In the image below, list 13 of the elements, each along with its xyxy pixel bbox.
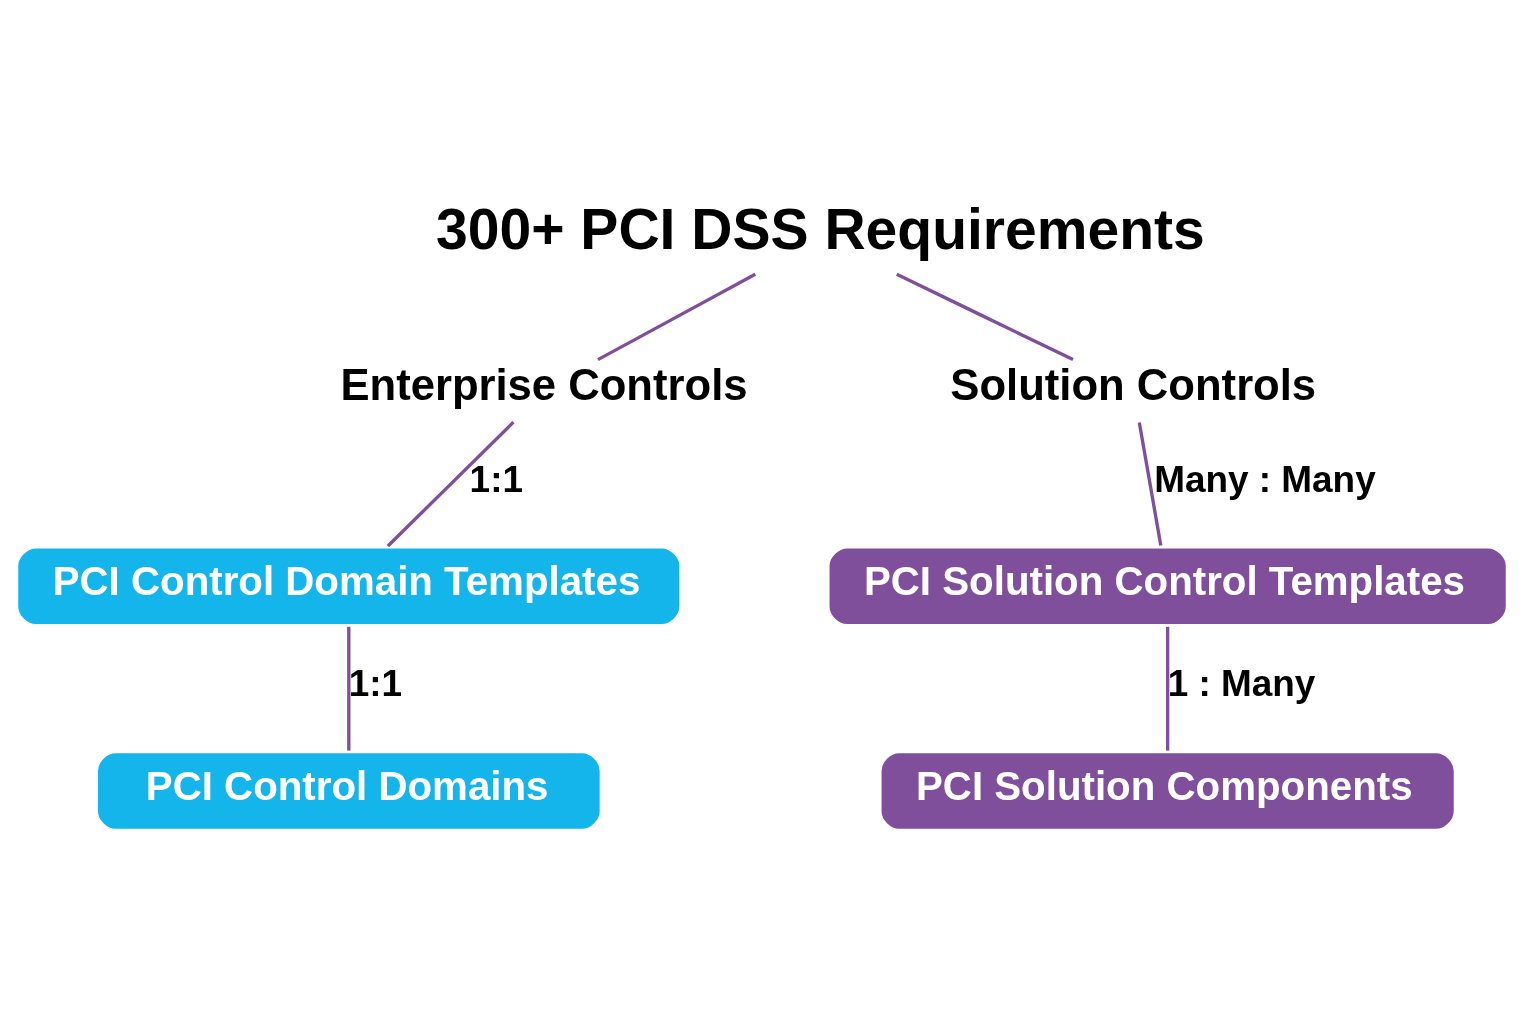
node-text: Enterprise Controls (340, 360, 748, 409)
node-text: Solution Controls (950, 360, 1317, 409)
edge-label: Many : Many (1154, 458, 1376, 500)
connector (597, 272, 757, 361)
edge-label: 1 : Many (1167, 662, 1316, 704)
connector (347, 626, 351, 751)
connector (896, 272, 1074, 361)
edge-label: 1:1 (348, 662, 403, 704)
connector (386, 420, 515, 547)
connector (1165, 626, 1170, 751)
node-text: 300+ PCI DSS Requirements (436, 196, 1205, 261)
connector (1137, 421, 1163, 546)
edge-label: 1:1 (469, 458, 523, 500)
